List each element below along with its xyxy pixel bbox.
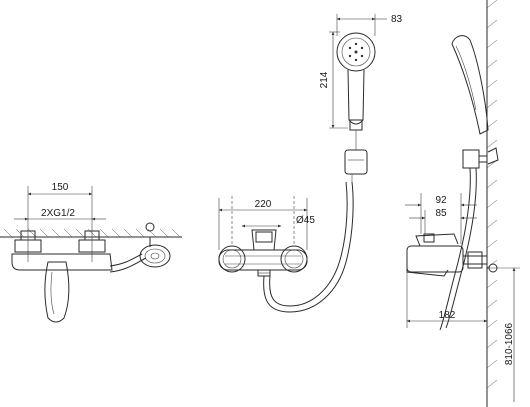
label-92: 92 — [435, 195, 447, 206]
side-wall-hatching — [486, 0, 498, 389]
lever-handle-top — [44, 261, 70, 323]
top-view: 150 2XG1/2 — [0, 182, 182, 323]
hose-side — [439, 167, 471, 331]
hand-shower-head — [336, 32, 376, 72]
label-85: 85 — [435, 208, 447, 219]
holder-screws — [487, 147, 499, 165]
mixer-body-top — [11, 253, 113, 271]
label-220: 220 — [255, 199, 272, 210]
holder-knob — [145, 222, 155, 232]
label-2xg1-2: 2XG1/2 — [41, 208, 75, 219]
lever-handle-front — [251, 229, 277, 251]
holder-side — [462, 149, 480, 169]
hand-shower-wall-holder — [344, 149, 368, 175]
label-214: 214 — [319, 71, 330, 88]
lever-handle-side — [415, 233, 459, 247]
hand-shower-view: 83 214 — [319, 14, 403, 182]
spout-side — [406, 262, 449, 277]
hose-outlet-top — [109, 253, 143, 267]
label-182: 182 — [439, 310, 456, 321]
label-810-1066: 810-1066 — [504, 322, 515, 365]
left-eccentric-connector — [14, 228, 42, 262]
label-150: 150 — [52, 182, 69, 193]
label-diameter-45: Ø45 — [296, 215, 315, 226]
label-83: 83 — [391, 14, 403, 25]
shower-head-top — [139, 244, 171, 268]
hand-shower-side — [451, 35, 489, 135]
connector-side — [467, 251, 483, 269]
mixer-body-front — [218, 249, 308, 271]
wall-hatching — [3, 228, 181, 238]
side-view: 92 85 182 810-1066 — [405, 0, 520, 407]
hand-shower-handle — [347, 69, 365, 125]
front-view: 220 Ø45 — [218, 181, 354, 313]
hose-front — [263, 181, 354, 313]
right-eccentric-connector — [78, 228, 106, 262]
spray-nozzles — [348, 42, 364, 62]
mixer-body-side — [406, 245, 464, 273]
